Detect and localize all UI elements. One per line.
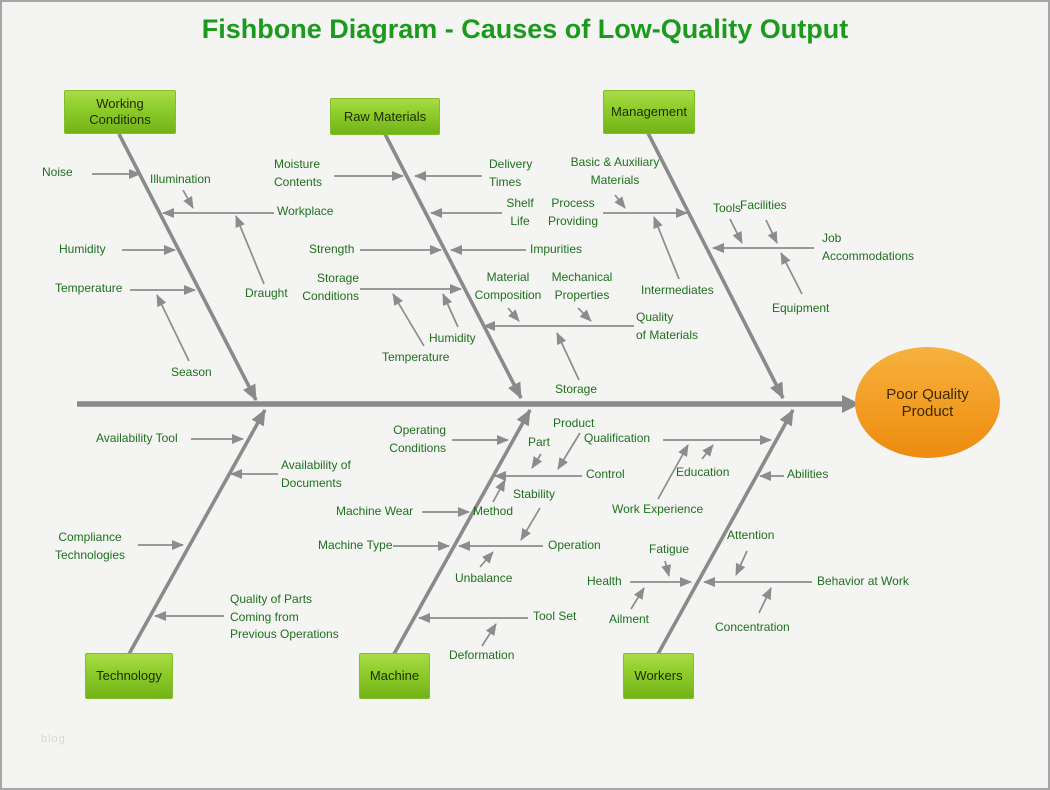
category-working-conditions: Working Conditions xyxy=(64,90,176,134)
mechanical-properties-arrow xyxy=(577,307,592,322)
intermediates-arrow xyxy=(653,216,680,280)
material-composition-arrow xyxy=(507,307,520,322)
cause-control: Control xyxy=(586,467,625,481)
diagram-title: Fishbone Diagram - Causes of Low-Quality… xyxy=(201,14,849,44)
stability-arrow xyxy=(520,507,541,541)
cause-temperature-rm: Temperature xyxy=(382,350,450,364)
cause-quality-of-materials: Quality of Materials xyxy=(636,310,699,342)
cause-workplace: Workplace xyxy=(277,204,334,218)
cause-facilities: Facilities xyxy=(740,198,787,212)
cause-compliance-technologies: Compliance Technologies xyxy=(54,530,126,562)
part-arrow xyxy=(531,453,543,469)
tools-arrow xyxy=(729,218,743,244)
cause-job-accommodations: Job Accommodations xyxy=(822,231,915,263)
cause-humidity-rm: Humidity xyxy=(429,331,476,345)
ailment-arrow xyxy=(630,587,645,610)
cause-unbalance: Unbalance xyxy=(455,571,513,585)
effect-ellipse: Poor Quality Product xyxy=(855,347,1000,458)
category-technology: Technology xyxy=(85,653,173,699)
cause-health: Health xyxy=(587,574,622,588)
cause-concentration: Concentration xyxy=(715,620,790,634)
cause-season: Season xyxy=(171,365,212,379)
workers-bone xyxy=(656,409,795,655)
attention-arrow xyxy=(735,550,748,576)
cause-tool-set: Tool Set xyxy=(533,609,577,623)
unbalance-arrow xyxy=(479,551,494,568)
cause-method: Method xyxy=(473,504,514,518)
cause-fatigue: Fatigue xyxy=(649,542,690,556)
cause-machine-wear: Machine Wear xyxy=(336,504,414,518)
cause-intermediates: Intermediates xyxy=(641,283,714,297)
raw-materials-bone xyxy=(383,133,523,399)
cause-machine-type: Machine Type xyxy=(318,538,393,552)
cause-availability-tool: Availability Tool xyxy=(96,431,178,445)
cause-noise: Noise xyxy=(42,165,73,179)
cause-basic-auxiliary-materials: Basic & Auxiliary Materials xyxy=(570,155,660,187)
cause-deformation: Deformation xyxy=(449,648,515,662)
fatigue-arrow xyxy=(661,560,671,577)
product-arrow xyxy=(557,432,581,470)
cause-illumination: Illumination xyxy=(150,172,211,186)
cause-moisture-contents: Moisture Contents xyxy=(274,157,323,189)
cause-part: Part xyxy=(528,435,551,449)
cause-qualification: Qualification xyxy=(584,431,651,445)
equipment-arrow xyxy=(780,252,803,295)
cause-humidity-wc: Humidity xyxy=(59,242,106,256)
category-machine: Machine xyxy=(359,653,430,699)
cause-material-composition: Material Composition xyxy=(474,270,542,302)
machine-bone xyxy=(392,409,532,655)
cause-attention: Attention xyxy=(727,528,775,542)
cause-operating-conditions: Operating Conditions xyxy=(389,423,446,455)
cause-ailment: Ailment xyxy=(609,612,650,626)
illumination-arrow xyxy=(182,189,194,209)
work-experience-arrow xyxy=(657,444,689,500)
category-management: Management xyxy=(603,90,695,134)
storage-humidity-arrow xyxy=(442,293,459,328)
watermark: blog xyxy=(41,733,66,745)
cause-quality-of-parts: Quality of Parts Coming from Previous Op… xyxy=(230,592,339,641)
education-arrow xyxy=(701,444,714,460)
spine-arrowhead xyxy=(842,395,860,413)
materials-storage-arrow xyxy=(556,332,580,381)
cause-behavior-at-work: Behavior at Work xyxy=(817,574,909,588)
cause-work-experience: Work Experience xyxy=(612,502,704,516)
category-workers: Workers xyxy=(623,653,694,699)
management-bone xyxy=(646,132,785,399)
basic-auxiliary-arrow xyxy=(614,194,626,209)
cause-equipment: Equipment xyxy=(772,301,830,315)
cause-impurities: Impurities xyxy=(530,242,583,256)
cause-process-providing: Process Providing xyxy=(547,196,599,228)
cause-availability-of-documents: Availability of Documents xyxy=(281,458,351,490)
facilities-arrow xyxy=(765,219,778,244)
season-arrow xyxy=(156,294,190,362)
cause-education: Education xyxy=(676,465,730,479)
draught-arrow xyxy=(235,215,265,285)
cause-draught: Draught xyxy=(245,286,288,300)
technology-bone xyxy=(127,409,267,655)
working-conditions-bone xyxy=(117,133,258,401)
storage-temperature-arrow xyxy=(392,293,425,347)
cause-delivery-times: Delivery Times xyxy=(489,157,533,189)
cause-stability: Stability xyxy=(513,487,556,501)
cause-product: Product xyxy=(553,416,595,430)
cause-abilities: Abilities xyxy=(787,467,829,481)
cause-shelf-life: Shelf Life xyxy=(506,196,534,228)
category-raw-materials: Raw Materials xyxy=(330,98,440,135)
deformation-arrow xyxy=(481,623,497,647)
cause-mechanical-properties: Mechanical Properties xyxy=(551,270,613,302)
cause-storage-conditions: Storage Conditions xyxy=(302,271,359,303)
cause-operation: Operation xyxy=(548,538,601,552)
cause-strength: Strength xyxy=(309,242,355,256)
cause-storage-rm: Storage xyxy=(555,382,598,396)
cause-tools: Tools xyxy=(713,201,742,215)
method-arrow xyxy=(492,479,506,503)
concentration-arrow xyxy=(758,587,772,614)
cause-temperature-wc: Temperature xyxy=(55,281,123,295)
